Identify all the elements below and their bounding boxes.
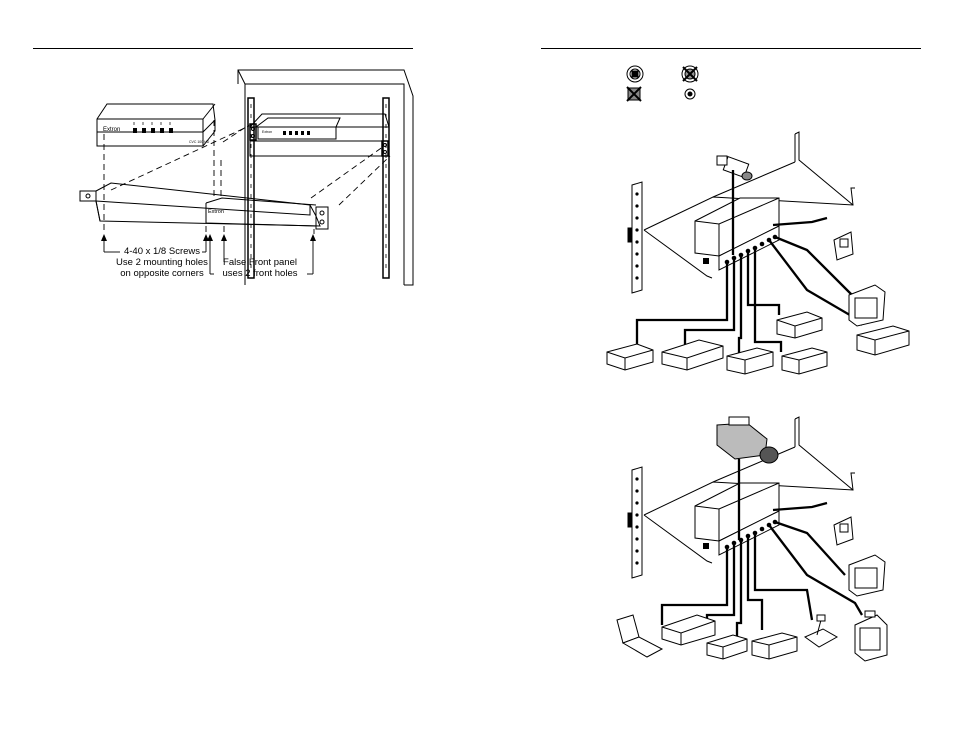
- application-diagram-1: [477, 130, 954, 390]
- rack-mount-diagram: Extron CVC 100 HD Extron Extron: [0, 0, 477, 300]
- screen-icon: [627, 66, 643, 82]
- application-diagram-2: [477, 415, 954, 675]
- right-page: [477, 0, 954, 737]
- broadcast-camera: [717, 417, 778, 463]
- device-brand-label: Extron: [103, 127, 120, 133]
- screws-callout-line-1: 4-40 x 1/8 Screws: [112, 246, 212, 257]
- legend-icons: [477, 0, 954, 110]
- false-front-callout-line-1: False Front panel: [214, 257, 306, 268]
- screws-callout-line-3: on opposite corners: [112, 268, 212, 279]
- x-connector-icon: [682, 66, 698, 82]
- dial-icon: [685, 89, 695, 99]
- screws-callout-line-2: Use 2 mounting holes: [112, 257, 212, 268]
- left-page: Extron CVC 100 HD Extron Extron 4-40 x 1…: [0, 0, 477, 737]
- false-front-callout-line-2: uses 2 front holes: [214, 268, 306, 279]
- rack-device-brand-label: Extron: [262, 130, 272, 134]
- false-front-callout: False Front panel uses 2 front holes: [214, 257, 306, 279]
- false-front-brand-label: Extron: [208, 209, 224, 215]
- screws-callout: 4-40 x 1/8 Screws Use 2 mounting holes o…: [112, 246, 212, 279]
- device-model-label: CVC 100 HD: [189, 140, 210, 144]
- x-box-icon: [627, 87, 641, 101]
- camcorder: [717, 156, 752, 180]
